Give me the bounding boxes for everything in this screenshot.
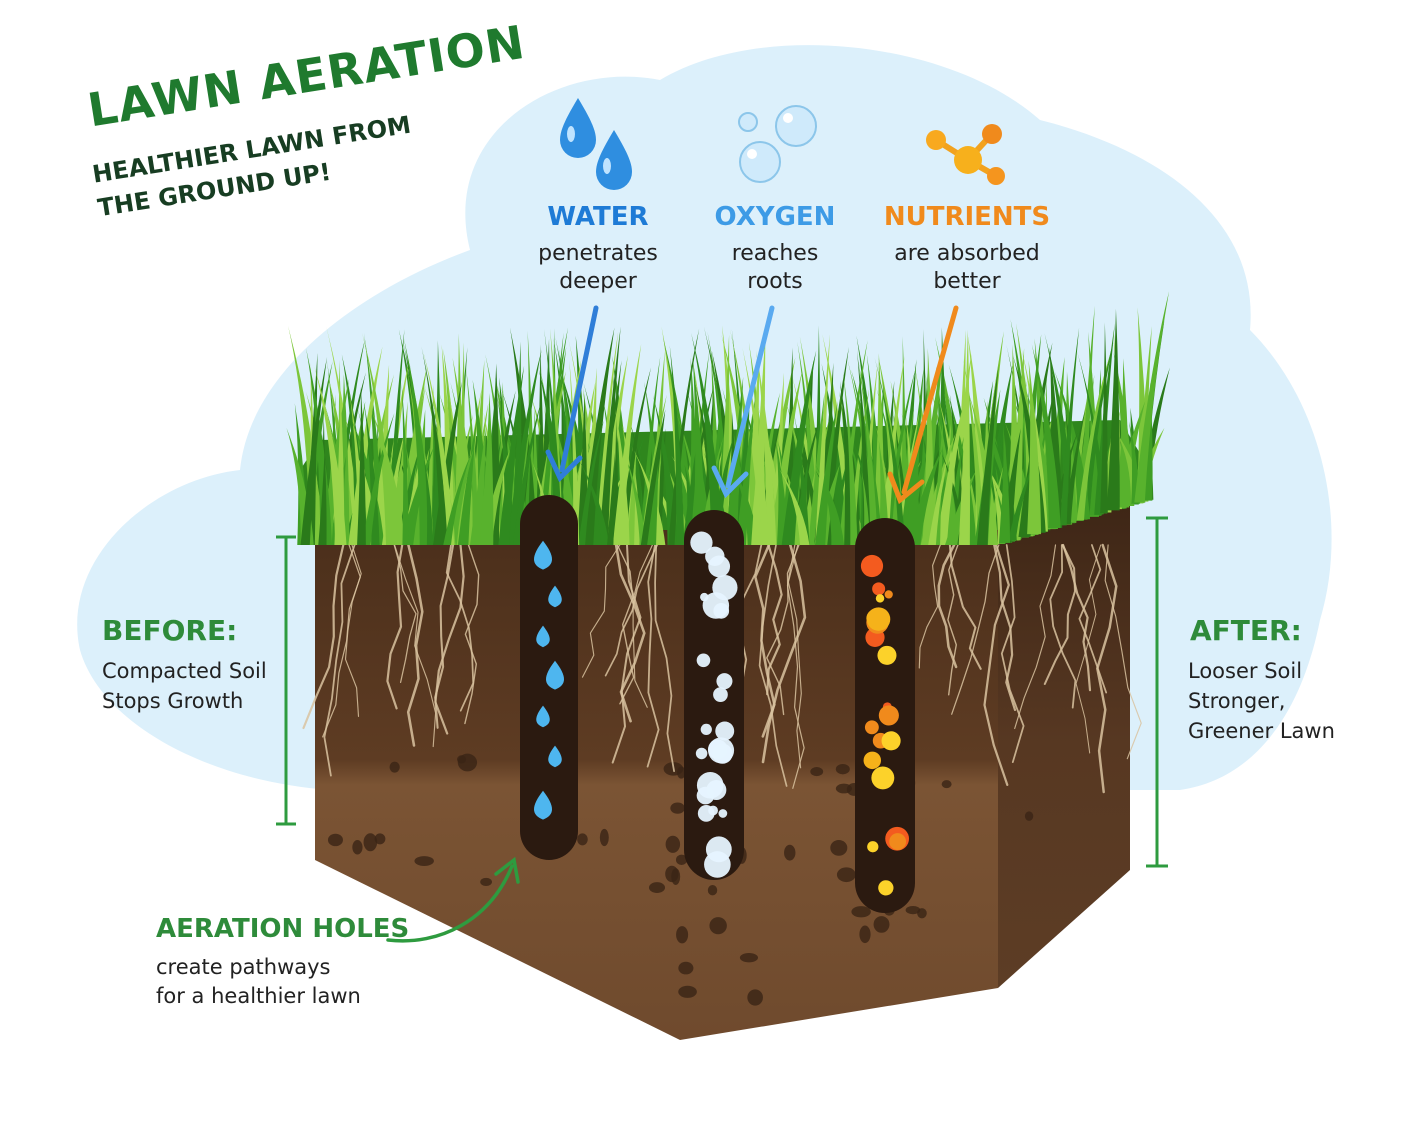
water-drops-icon xyxy=(560,98,632,190)
soil-side xyxy=(998,500,1130,988)
before-heading: BEFORE: xyxy=(102,614,238,647)
before-line2: Stops Growth xyxy=(102,689,244,713)
before-bracket xyxy=(276,535,296,826)
before-line1: Compacted Soil xyxy=(102,659,267,683)
nutrient-molecule-icon xyxy=(926,124,1005,185)
after-line3: Greener Lawn xyxy=(1188,719,1335,743)
oxygen-bubbles-icon xyxy=(738,105,817,183)
oxygen-arrow xyxy=(711,305,775,499)
benefit-oxygen-heading: OXYGEN xyxy=(714,202,836,232)
soil-front xyxy=(315,530,998,1040)
benefit-water-heading: WATER xyxy=(547,202,649,232)
water-arrow xyxy=(545,305,599,483)
benefit-nutrients-line2: better xyxy=(933,269,1001,294)
aeration-holes-heading: AERATION HOLES xyxy=(156,914,410,944)
after-heading: AFTER: xyxy=(1190,614,1302,647)
hole-contents xyxy=(534,531,910,896)
aeration-holes-arrow xyxy=(386,856,520,943)
aeration-holes xyxy=(520,495,915,913)
benefit-nutrients-heading: NUTRIENTS xyxy=(883,202,1051,232)
benefit-water-line1: penetrates xyxy=(538,241,658,266)
after-line2: Stronger, xyxy=(1188,689,1286,713)
benefit-oxygen-line1: reaches xyxy=(731,241,819,266)
benefit-water-line2: deeper xyxy=(559,269,637,294)
benefit-nutrients-line1: are absorbed xyxy=(894,241,1040,266)
aeration-holes-line1: create pathways xyxy=(156,955,331,979)
grass-roots xyxy=(302,543,1142,794)
after-bracket xyxy=(1146,516,1168,868)
soil-block xyxy=(302,500,1142,1040)
aeration-holes-line2: for a healthier lawn xyxy=(156,984,361,1008)
benefit-oxygen-line2: roots xyxy=(747,269,803,294)
after-line1: Looser Soil xyxy=(1188,659,1303,683)
nutrients-arrow xyxy=(887,305,959,505)
